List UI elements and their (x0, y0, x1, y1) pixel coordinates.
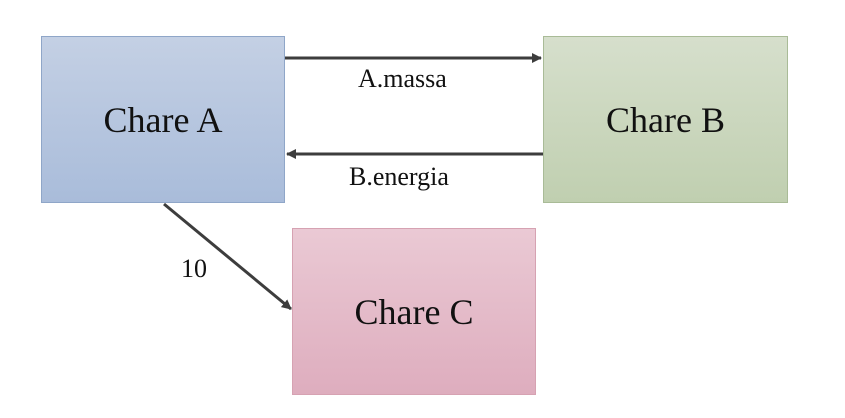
node-chare-a-label: Chare A (103, 99, 223, 140)
node-chare-c-label: Chare C (354, 291, 474, 332)
node-chare-a: Chare A (41, 36, 285, 203)
edge-label-a-to-c: 10 (181, 254, 207, 283)
edge-label-a-to-b: A.massa (358, 64, 447, 93)
node-chare-b-label: Chare B (606, 99, 725, 140)
node-chare-b: Chare B (543, 36, 788, 203)
node-chare-c: Chare C (292, 228, 536, 395)
edge-label-b-to-a: B.energia (349, 162, 449, 191)
edge-arrow-a-to-c (163, 202, 292, 311)
